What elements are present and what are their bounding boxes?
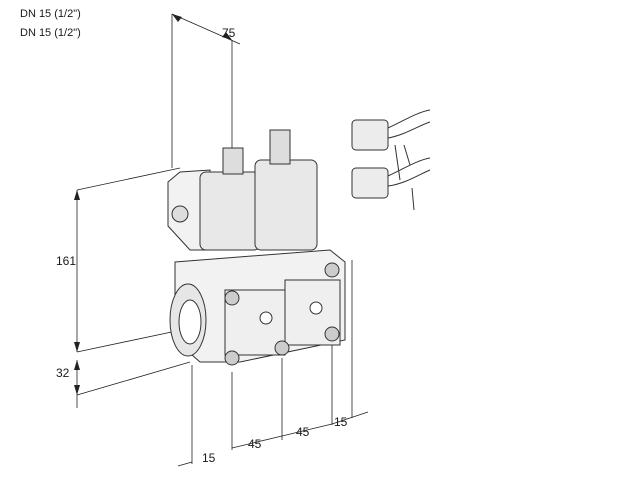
model-label-1: DN 15 (1/2"): [20, 8, 81, 20]
dim-top-width: 75: [222, 26, 236, 40]
valve-body: [167, 129, 346, 366]
model-label-2: DN 15 (1/2"): [20, 27, 81, 39]
dim-front-right: 15: [334, 415, 348, 429]
dim-bottom-offset: 32: [56, 366, 70, 380]
dim-spacing-1: 45: [248, 437, 262, 451]
dim-spacing-2: 45: [296, 425, 310, 439]
dimension-arrows: [74, 14, 232, 395]
dimension-lines: [76, 13, 369, 467]
dim-height: 161: [56, 254, 76, 268]
plug-connectors: [351, 109, 431, 211]
dim-front-left: 15: [202, 451, 216, 465]
